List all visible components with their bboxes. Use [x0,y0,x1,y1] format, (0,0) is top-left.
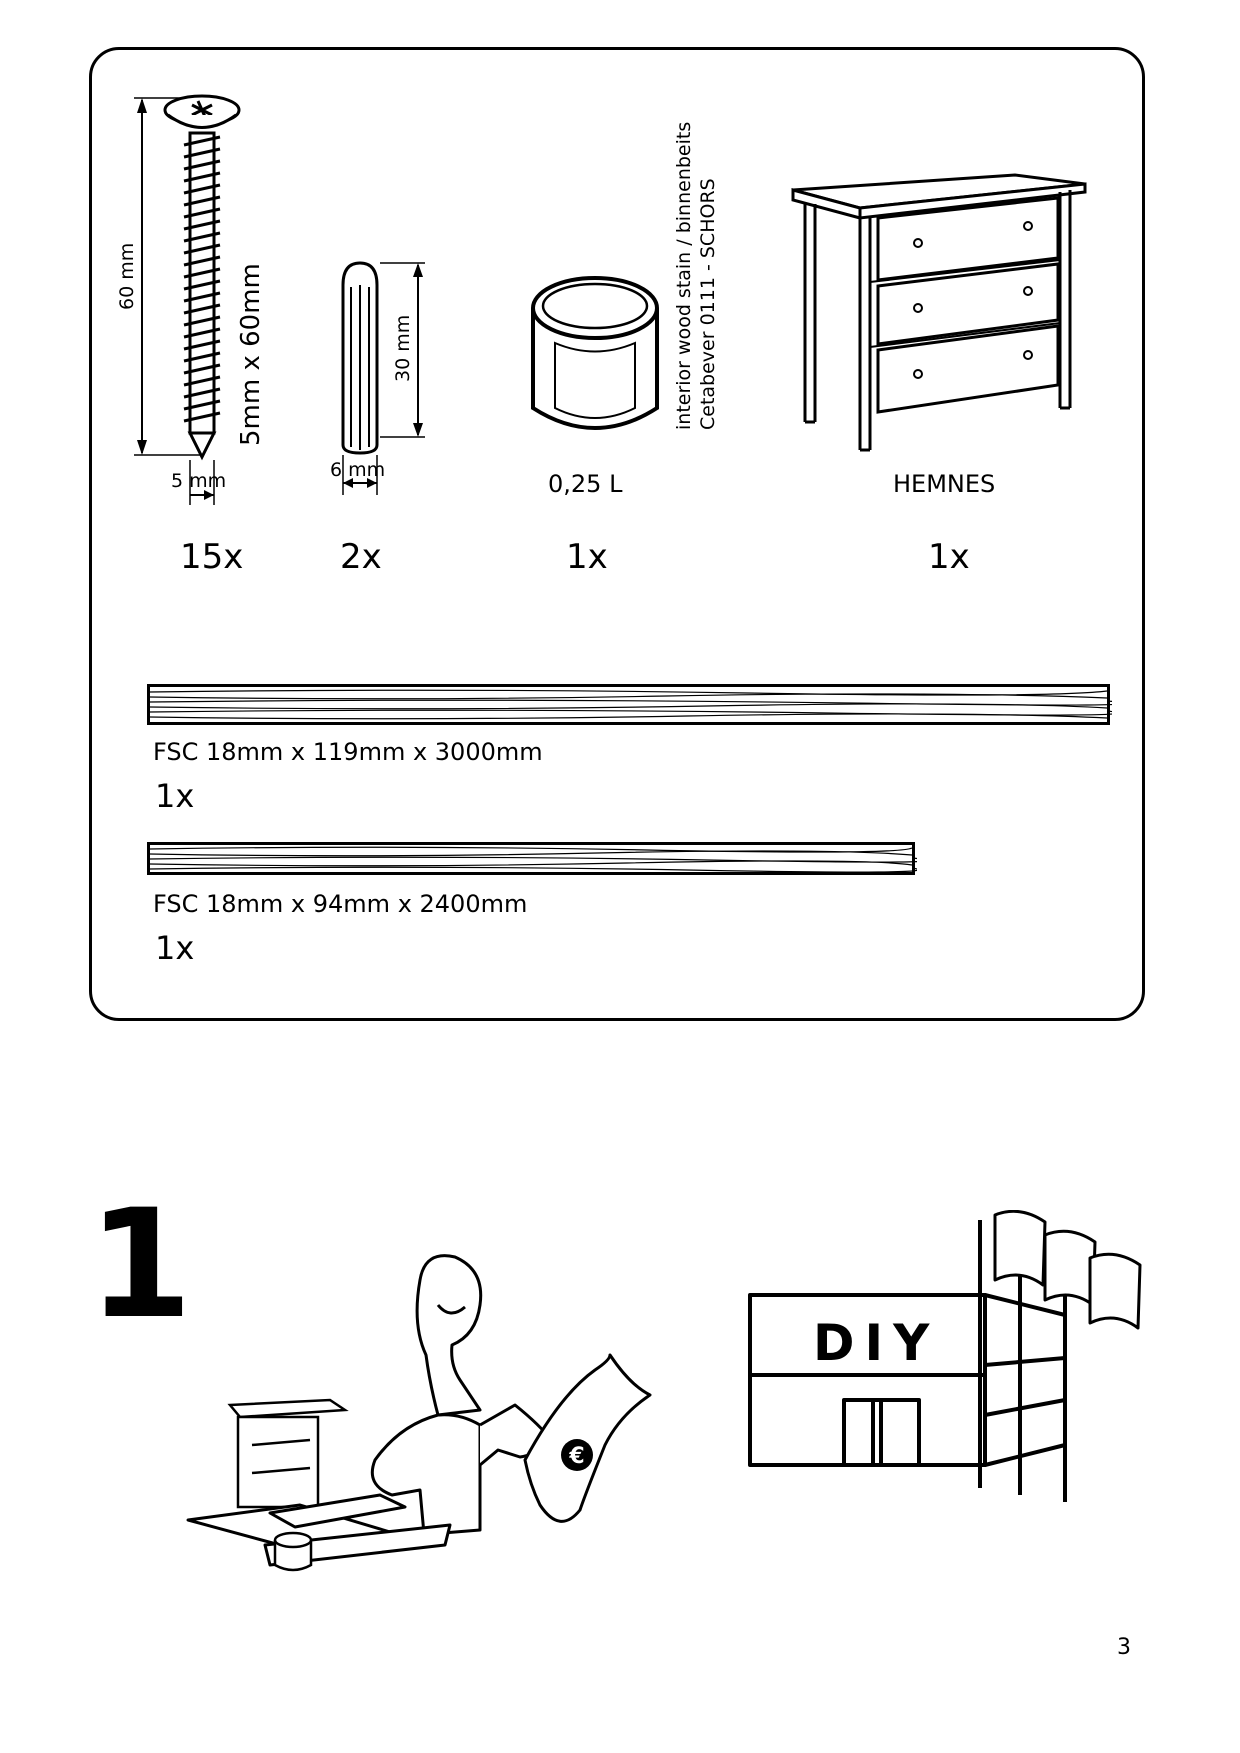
dowel-height-label: 30 mm [392,314,414,382]
dresser-qty: 1x [928,537,970,577]
dowel-width-label: 6 mm [330,459,386,481]
dowel-icon [341,261,425,495]
screw-width-label: 5 mm [171,470,227,492]
stain-qty: 1x [566,537,608,577]
screw-height-label: 60 mm [116,242,138,310]
step-number: 1 [88,1178,193,1352]
person-shopping-illustration: € [186,1254,652,1572]
stain-desc-line1: interior wood stain / binnenbeits [673,121,695,430]
board-2-label: FSC 18mm x 94mm x 2400mm [153,890,528,918]
dowel-qty: 2x [340,537,382,577]
screw-qty: 15x [180,537,244,577]
stain-desc-line2: Cetabever 0111 - SCHORS [697,178,719,430]
board-1-label: FSC 18mm x 119mm x 3000mm [153,738,543,766]
stain-volume-label: 0,25 L [548,470,623,498]
page-number: 3 [1117,1635,1131,1660]
screw-spec-label: 5mm x 60mm [236,263,266,446]
screw-icon [134,94,241,505]
diy-sign: DIY [813,1314,939,1372]
board-icon [147,842,917,875]
dresser-icon [791,173,1087,452]
board-icon [147,684,1112,725]
euro-icon: € [568,1444,584,1469]
board-2-qty: 1x [155,929,195,967]
parts-list-box [89,47,1145,1021]
dresser-name-label: HEMNES [893,470,996,498]
paint-can-icon [531,276,659,430]
board-1-qty: 1x [155,777,195,815]
diy-store-illustration: DIY [748,1210,1142,1502]
